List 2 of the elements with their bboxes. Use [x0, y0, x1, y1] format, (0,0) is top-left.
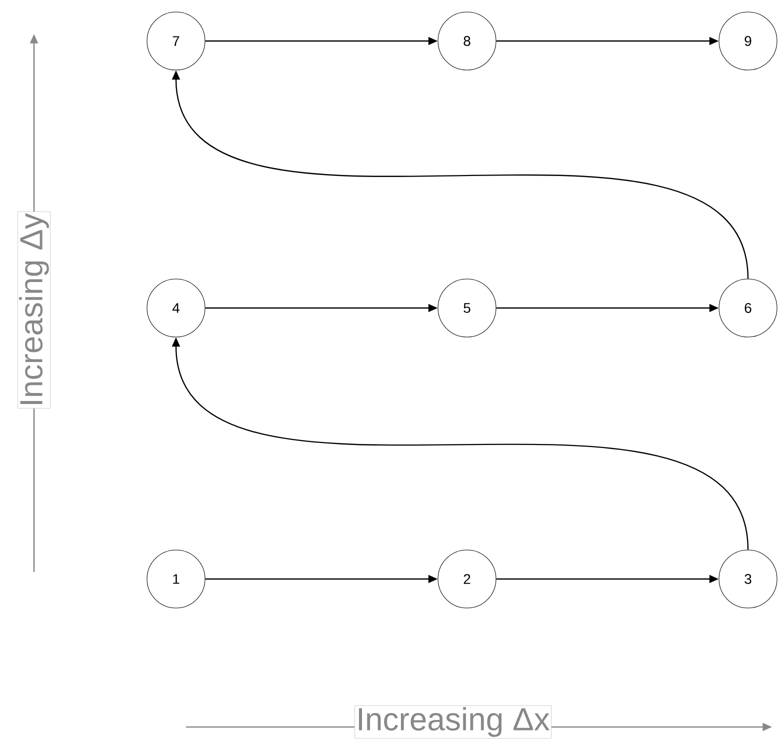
axis-label: Increasing Δy	[19, 213, 49, 404]
axis-label: Increasing Δx	[359, 707, 550, 737]
